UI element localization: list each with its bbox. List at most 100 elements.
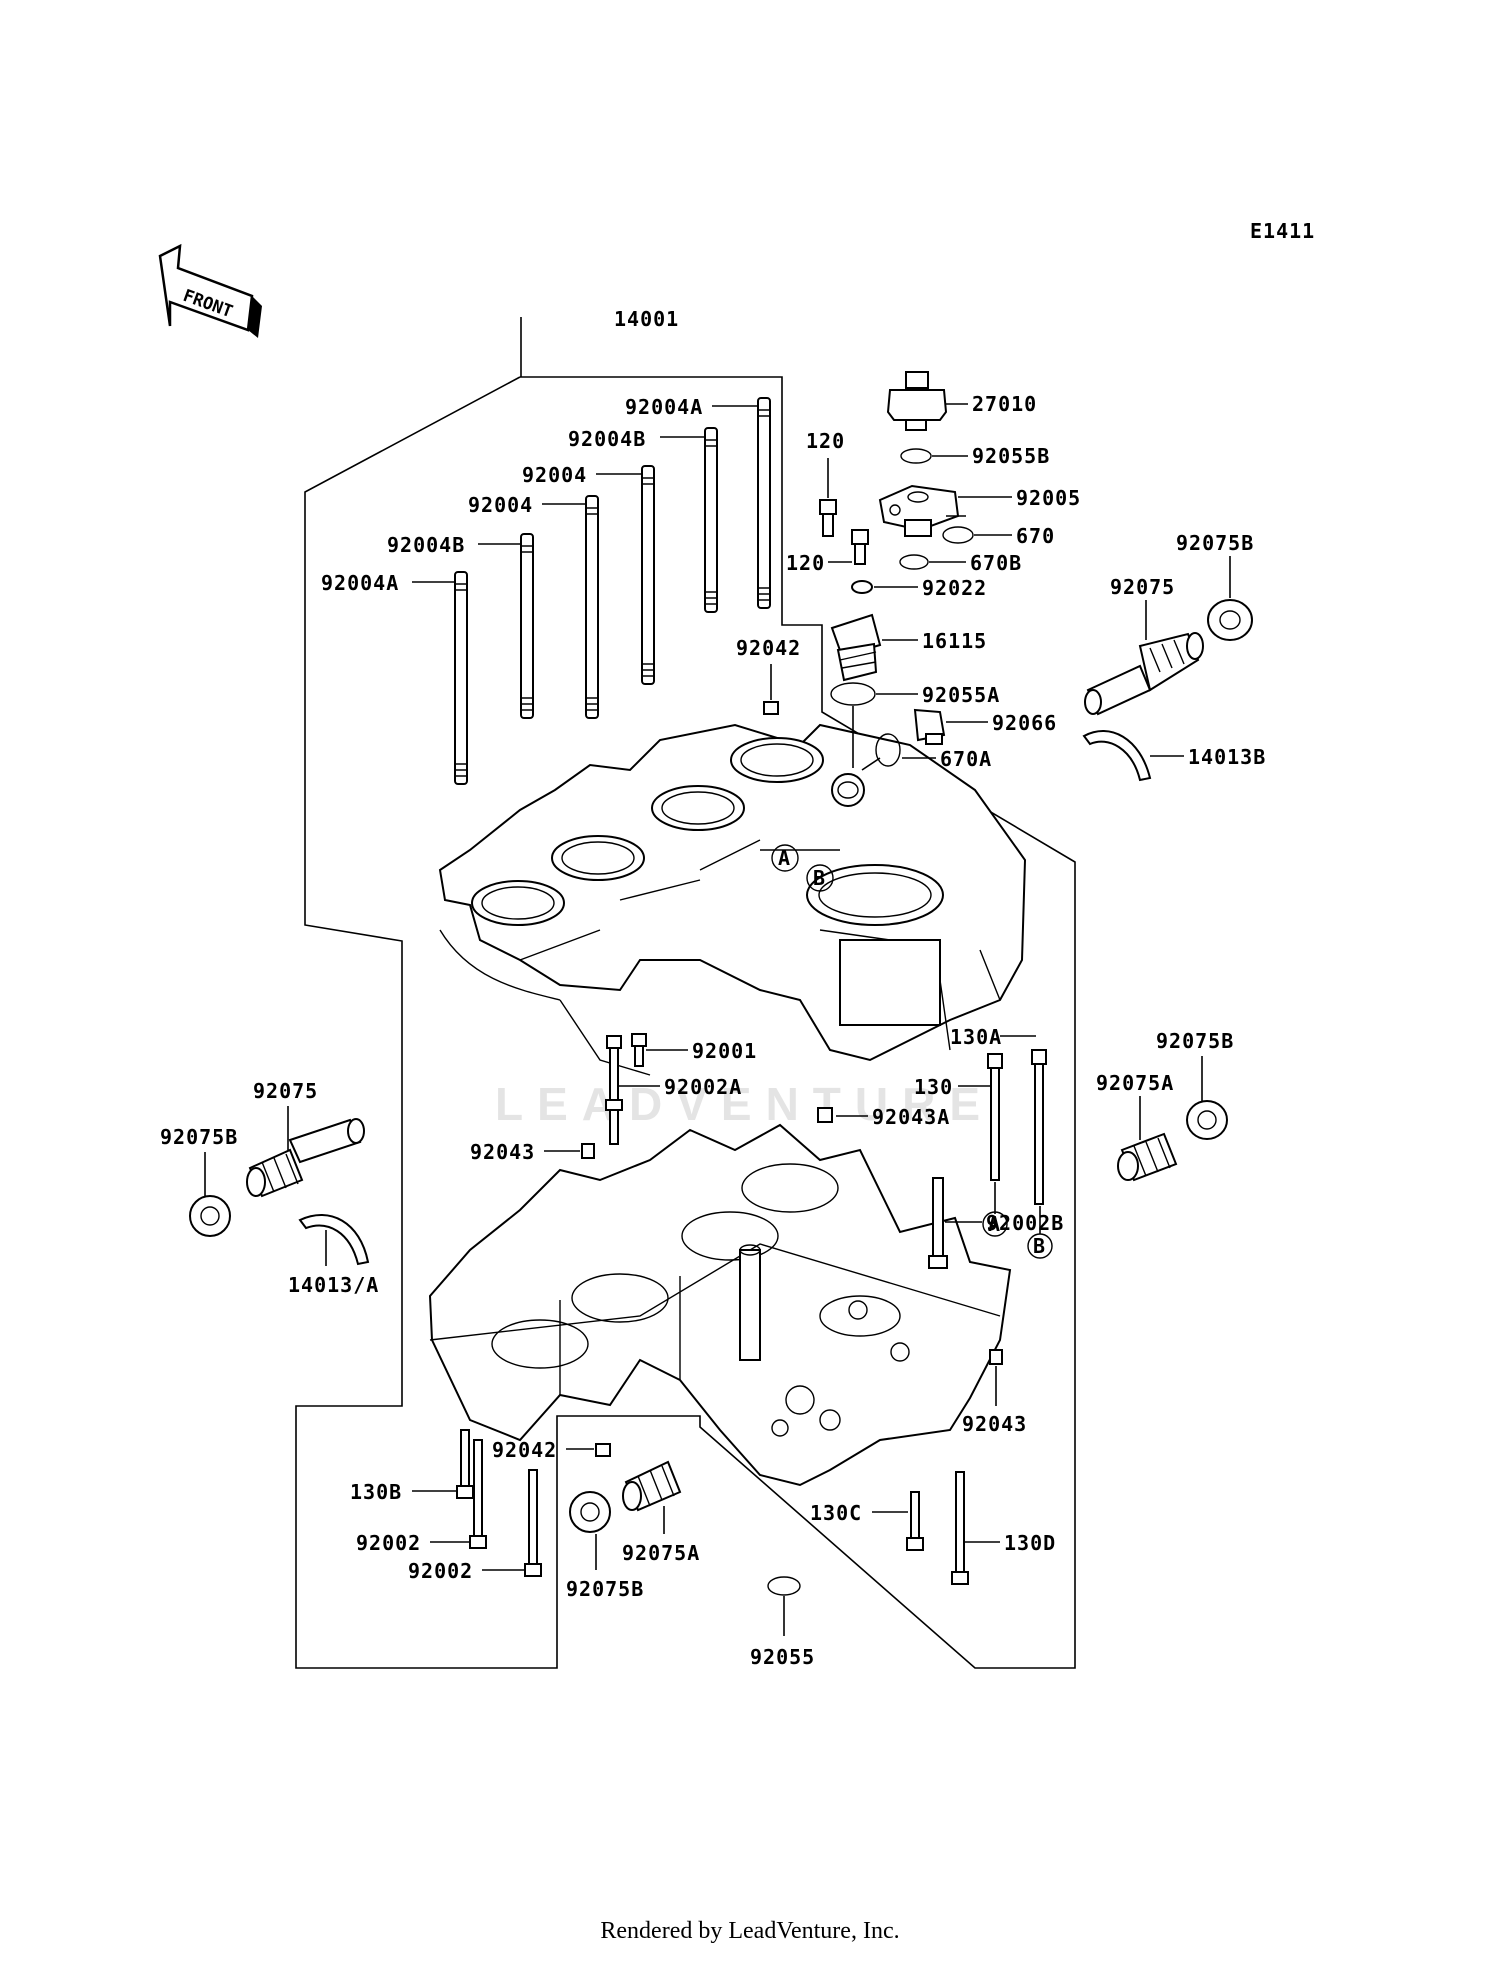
label-92055A: 92055A bbox=[922, 683, 1000, 707]
label-130: 130 bbox=[914, 1075, 953, 1099]
bolt-120-mid bbox=[851, 529, 869, 565]
label-130C: 130C bbox=[810, 1501, 862, 1525]
label-14013A: 14013/A bbox=[288, 1273, 379, 1297]
gear-92075A-right bbox=[1117, 1132, 1178, 1182]
watermark: LEADVENTURE bbox=[495, 1078, 994, 1130]
marker-b-bolt bbox=[1027, 1233, 1053, 1259]
label-670B: 670B bbox=[970, 551, 1022, 575]
label-92042-bottom: 92042 bbox=[492, 1438, 557, 1462]
bolt-130D bbox=[951, 1471, 969, 1585]
label-92075-top-right: 92075 bbox=[1110, 575, 1175, 599]
label-92005: 92005 bbox=[1016, 486, 1081, 510]
label-92002A: 92002A bbox=[664, 1075, 742, 1099]
shaft-92075-left bbox=[246, 1118, 365, 1198]
thrust-washer-14013A bbox=[298, 1214, 370, 1266]
stud-92004-a bbox=[641, 465, 655, 685]
stud-92004A-top bbox=[757, 397, 771, 609]
bolt-92002A bbox=[605, 1035, 623, 1145]
bolt-120-top bbox=[819, 499, 837, 537]
marker-a-bolt bbox=[982, 1211, 1008, 1237]
upper-crankcase bbox=[438, 723, 1027, 1076]
label-120-top: 120 bbox=[806, 429, 845, 453]
bolt-92002B bbox=[928, 1177, 948, 1269]
label-92002-a: 92002 bbox=[356, 1531, 421, 1555]
marker-b-upper bbox=[806, 864, 834, 892]
plug-92066 bbox=[913, 708, 946, 745]
label-92002-b: 92002 bbox=[408, 1559, 473, 1583]
label-92002B: 92002B bbox=[986, 1211, 1064, 1235]
label-130A: 130A bbox=[950, 1025, 1002, 1049]
label-92075B-top-right: 92075B bbox=[1176, 531, 1254, 555]
lower-crankcase bbox=[428, 1123, 1012, 1487]
label-92004-a: 92004 bbox=[522, 463, 587, 487]
diagram-code: E1411 bbox=[1250, 219, 1315, 243]
label-130D: 130D bbox=[1004, 1531, 1056, 1555]
label-92004B-top: 92004B bbox=[568, 427, 646, 451]
dowel-92042-top bbox=[763, 701, 779, 715]
thrust-washer-14013B bbox=[1082, 730, 1152, 782]
oil-pressure-switch-27010 bbox=[886, 371, 948, 431]
marker-b-upper-label: B bbox=[813, 866, 826, 890]
dowel-92043A bbox=[817, 1107, 833, 1123]
label-670: 670 bbox=[1016, 524, 1055, 548]
label-92055: 92055 bbox=[750, 1645, 815, 1669]
gear-92075A-bottom bbox=[622, 1460, 682, 1512]
o-ring-670B bbox=[899, 554, 929, 570]
stud-92004B-left bbox=[520, 533, 534, 719]
dowel-92042-bottom bbox=[595, 1443, 611, 1457]
label-92043A: 92043A bbox=[872, 1105, 950, 1129]
label-120-mid: 120 bbox=[786, 551, 825, 575]
label-670A: 670A bbox=[940, 747, 992, 771]
o-ring-670 bbox=[942, 526, 974, 544]
front-arrow-icon: FRONT bbox=[158, 243, 262, 338]
marker-a-bolt-label: A bbox=[988, 1212, 1001, 1236]
footer-credit: Rendered by LeadVenture, Inc. bbox=[600, 1918, 900, 1944]
bolt-92002-b bbox=[524, 1469, 542, 1577]
marker-a-upper-label: A bbox=[778, 846, 791, 870]
bolt-130 bbox=[987, 1053, 1003, 1181]
dowel-92043-left bbox=[581, 1143, 595, 1159]
label-92055B: 92055B bbox=[972, 444, 1050, 468]
o-ring-92055 bbox=[767, 1576, 801, 1596]
oil-filler-cap-16115 bbox=[830, 613, 882, 682]
label-92043-right: 92043 bbox=[962, 1412, 1027, 1436]
o-ring-92055B bbox=[900, 448, 932, 464]
label-14001: 14001 bbox=[614, 307, 679, 331]
o-ring-92055A bbox=[830, 682, 876, 706]
assembly-outline bbox=[295, 317, 1076, 1669]
label-92075-left: 92075 bbox=[253, 1079, 318, 1103]
label-92004A-top: 92004A bbox=[625, 395, 703, 419]
label-130B: 130B bbox=[350, 1480, 402, 1504]
fitting-92005 bbox=[878, 484, 960, 537]
label-92004A-left: 92004A bbox=[321, 571, 399, 595]
dowel-92043-right bbox=[989, 1349, 1003, 1365]
bolt-130B bbox=[456, 1429, 474, 1499]
stud-92004B-top bbox=[704, 427, 718, 613]
label-16115: 16115 bbox=[922, 629, 987, 653]
o-ring-670A bbox=[875, 733, 901, 767]
label-92022: 92022 bbox=[922, 576, 987, 600]
stud-92004A-left bbox=[454, 571, 468, 785]
washer-92075B-right bbox=[1186, 1100, 1228, 1140]
bolt-130A bbox=[1031, 1049, 1047, 1205]
washer-92022 bbox=[851, 580, 873, 594]
label-92075B-left: 92075B bbox=[160, 1125, 238, 1149]
label-92075B-bottom: 92075B bbox=[566, 1577, 644, 1601]
washer-92075B-top-right bbox=[1207, 599, 1253, 641]
washer-92075B-bottom bbox=[569, 1491, 611, 1533]
washer-92075B-left bbox=[189, 1195, 231, 1237]
label-92004B-left: 92004B bbox=[387, 533, 465, 557]
label-92075A-right: 92075A bbox=[1096, 1071, 1174, 1095]
label-14013B: 14013B bbox=[1188, 745, 1266, 769]
label-92042-top: 92042 bbox=[736, 636, 801, 660]
bolt-130C bbox=[906, 1491, 924, 1551]
bolt-92001 bbox=[631, 1033, 647, 1067]
stud-92004-b bbox=[585, 495, 599, 719]
label-92004-b: 92004 bbox=[468, 493, 533, 517]
shaft-92075-top-right bbox=[1084, 632, 1204, 716]
label-92066: 92066 bbox=[992, 711, 1057, 735]
marker-b-bolt-label: B bbox=[1033, 1234, 1046, 1258]
marker-a-upper bbox=[771, 844, 799, 872]
label-92043-left: 92043 bbox=[470, 1140, 535, 1164]
